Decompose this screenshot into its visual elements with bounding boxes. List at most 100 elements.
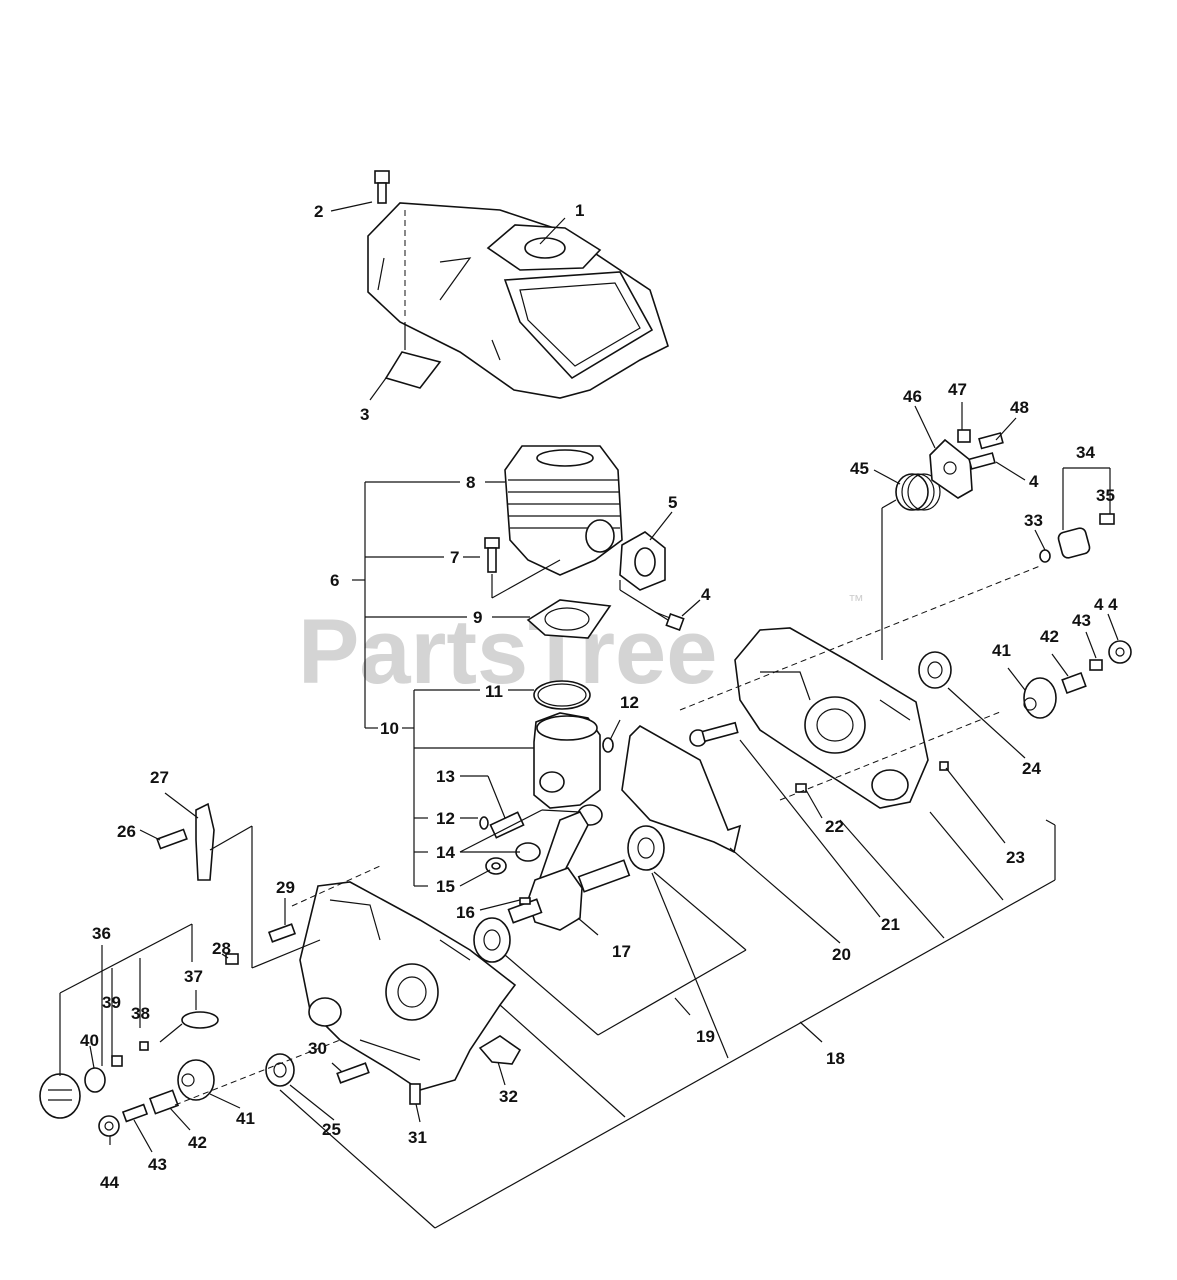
crankcase-stud-part[interactable] [689, 721, 739, 747]
right-crankcase-part[interactable] [734, 627, 929, 809]
label-12-bottom: 12 [436, 809, 455, 828]
label-19: 19 [696, 1027, 715, 1046]
screw-part[interactable] [968, 452, 996, 470]
crankshaft-part[interactable] [507, 811, 631, 931]
label-41-right: 41 [992, 641, 1011, 660]
woodruff-key-part[interactable] [519, 897, 531, 905]
label-44-left: 44 [100, 1173, 119, 1192]
label-22: 22 [825, 817, 844, 836]
label-12-top: 12 [620, 693, 639, 712]
top-cover-part[interactable] [367, 202, 669, 399]
av-screw-part[interactable] [121, 1103, 149, 1123]
washer-part[interactable] [1039, 549, 1051, 563]
label-17: 17 [612, 942, 631, 961]
pin-part[interactable] [225, 953, 239, 965]
av-screw-part[interactable] [1089, 659, 1103, 671]
label-33: 33 [1024, 511, 1043, 530]
av-washer-part[interactable] [1108, 640, 1132, 664]
spring-part[interactable] [895, 473, 941, 511]
label-9: 9 [473, 608, 482, 627]
intake-flange-part[interactable] [619, 531, 666, 591]
av-sleeve-part[interactable] [148, 1089, 180, 1115]
label-6: 6 [330, 571, 339, 590]
label-1: 1 [575, 201, 584, 220]
crank-bearing-part[interactable] [627, 825, 665, 871]
screw-part[interactable] [267, 923, 297, 943]
o-ring-part[interactable] [84, 1067, 106, 1093]
label-28: 28 [212, 939, 231, 958]
label-38: 38 [131, 1004, 150, 1023]
label-47: 47 [948, 380, 967, 399]
label-21: 21 [881, 915, 900, 934]
label-7: 7 [450, 548, 459, 567]
av-buffer-part[interactable] [177, 1059, 215, 1101]
label-2: 2 [314, 202, 323, 221]
cylinder-screw-part[interactable] [484, 537, 500, 573]
label-4-intake: 4 [701, 585, 711, 604]
label-42-right: 42 [1040, 627, 1059, 646]
label-34: 34 [1076, 443, 1095, 462]
dowel-pin-part[interactable] [939, 761, 949, 771]
sleeve-part[interactable] [1057, 527, 1091, 559]
label-41-left: 41 [236, 1109, 255, 1128]
av-sleeve-part[interactable] [1061, 671, 1087, 695]
pin-part[interactable] [139, 1041, 149, 1051]
label-39: 39 [102, 993, 121, 1012]
oil-seal-part[interactable] [918, 651, 952, 689]
label-3: 3 [360, 405, 369, 424]
plate-part[interactable] [929, 438, 973, 499]
label-35: 35 [1096, 486, 1115, 505]
label-27: 27 [150, 768, 169, 787]
screw-part[interactable] [374, 170, 390, 204]
label-43-left: 43 [148, 1155, 167, 1174]
sleeve-screw-part[interactable] [1099, 513, 1115, 525]
label-14: 14 [436, 843, 455, 862]
clip-part[interactable] [111, 1055, 123, 1067]
circlip-part[interactable] [602, 737, 614, 753]
strainer-part[interactable] [159, 1011, 219, 1043]
crank-bearing-part[interactable] [473, 917, 511, 963]
screw-part[interactable] [156, 828, 188, 850]
piston-pin-part[interactable] [489, 811, 525, 839]
label-18: 18 [826, 1049, 845, 1068]
bracket-part[interactable] [478, 1035, 522, 1065]
decal-part[interactable] [384, 351, 442, 389]
av-washer-part[interactable] [98, 1115, 120, 1137]
label-15: 15 [436, 877, 455, 896]
label-24: 24 [1022, 759, 1041, 778]
oil-seal-part[interactable] [265, 1053, 295, 1087]
screw-part[interactable] [978, 432, 1004, 450]
piston-ring-part[interactable] [533, 680, 591, 710]
screw-part[interactable] [957, 429, 971, 443]
label-5: 5 [668, 493, 677, 512]
screw-part[interactable] [409, 1083, 421, 1105]
intake-screw-part[interactable] [654, 611, 685, 632]
piston-part[interactable] [533, 712, 601, 809]
label-29: 29 [276, 878, 295, 897]
circlip-part[interactable] [479, 816, 489, 830]
label-45: 45 [850, 459, 869, 478]
av-buffer-part[interactable] [1023, 677, 1057, 719]
label-37: 37 [184, 967, 203, 986]
label-13: 13 [436, 767, 455, 786]
label-36: 36 [92, 924, 111, 943]
cylinder-gasket-part[interactable] [526, 599, 612, 639]
label-43-right: 43 [1072, 611, 1091, 630]
cylinder-part[interactable] [504, 445, 623, 576]
label-25: 25 [322, 1120, 341, 1139]
bracket-part[interactable] [195, 802, 215, 881]
label-48: 48 [1010, 398, 1029, 417]
tank-cap-part[interactable] [39, 1073, 81, 1119]
label-10: 10 [380, 719, 399, 738]
screw-part[interactable] [336, 1062, 370, 1084]
watermark-trademark: ™ [848, 593, 864, 610]
crankcase-gasket-part[interactable] [621, 725, 742, 854]
left-crankcase-part[interactable] [299, 881, 517, 1091]
label-16: 16 [456, 903, 475, 922]
label-31: 31 [408, 1128, 427, 1147]
label-42-left: 42 [188, 1133, 207, 1152]
label-46: 46 [903, 387, 922, 406]
label-32: 32 [499, 1087, 518, 1106]
dowel-pin-part[interactable] [795, 783, 807, 793]
